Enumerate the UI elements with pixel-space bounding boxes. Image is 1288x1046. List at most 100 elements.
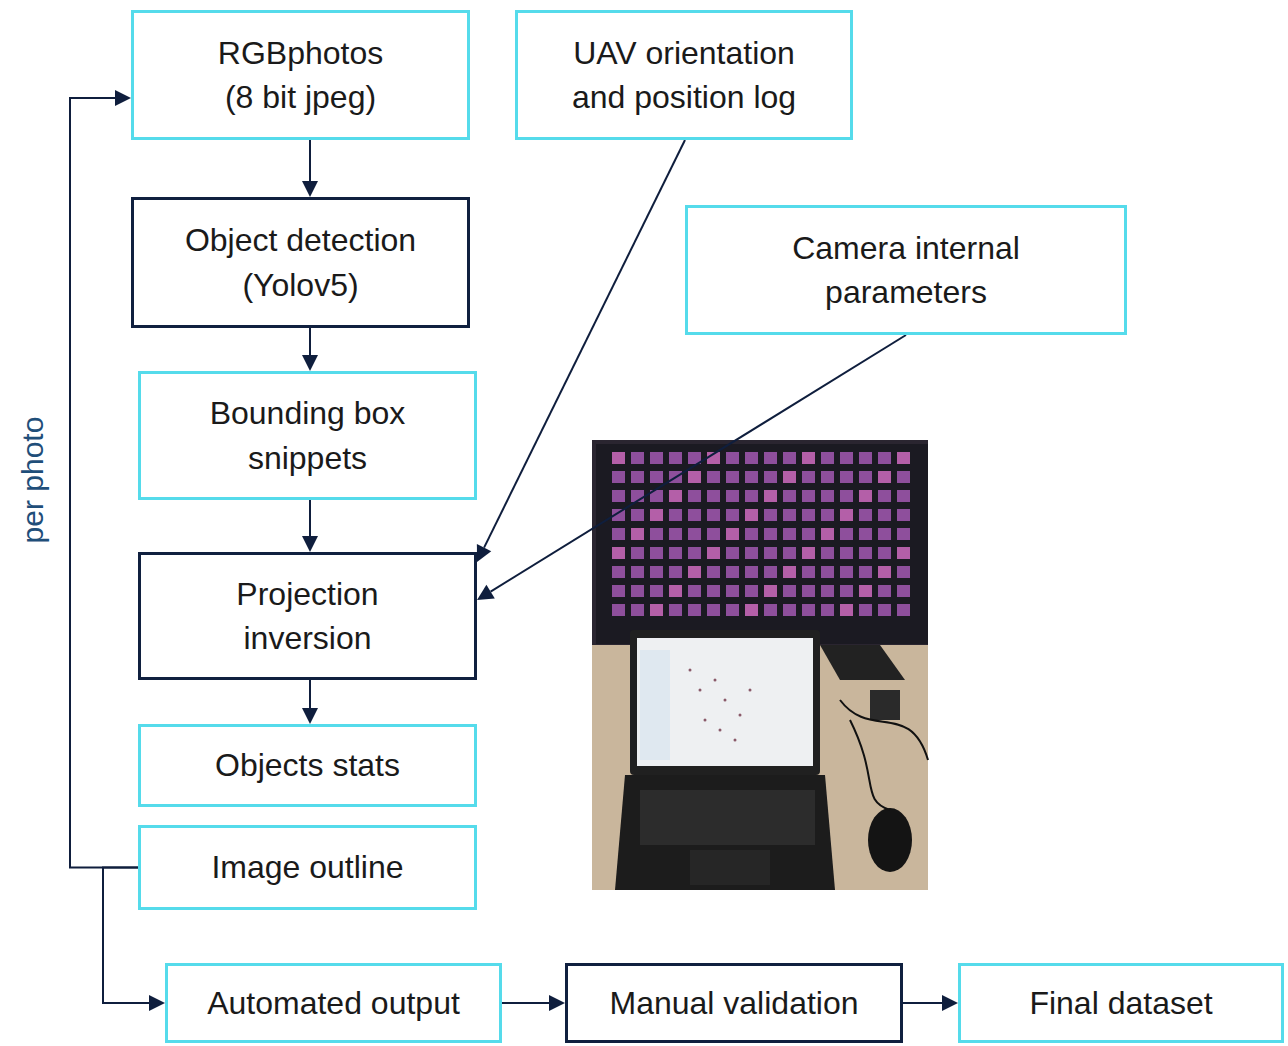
photo-tile <box>859 547 872 559</box>
photo-tile <box>764 547 777 559</box>
connector <box>70 98 138 868</box>
photo-tile <box>783 490 796 502</box>
photo-tile <box>764 566 777 578</box>
photo-tile <box>878 566 891 578</box>
arrow-head <box>302 536 318 552</box>
photo-tile <box>745 509 758 521</box>
photo-tile <box>783 585 796 597</box>
photo-tile <box>669 566 682 578</box>
monitor <box>596 444 928 644</box>
photo-tile <box>764 490 777 502</box>
photo-tile <box>859 490 872 502</box>
photo-tile <box>707 471 720 483</box>
photo-tile <box>840 509 853 521</box>
photo-tile <box>669 452 682 464</box>
photo-tile <box>764 452 777 464</box>
photo-tile <box>821 490 834 502</box>
photo-tile <box>878 452 891 464</box>
photo-tile <box>802 547 815 559</box>
arrow-head <box>115 90 131 106</box>
photo-tile <box>878 528 891 540</box>
photo-tile <box>745 471 758 483</box>
arrow-head <box>302 708 318 724</box>
connector <box>502 1002 549 1004</box>
photo-tile <box>897 547 910 559</box>
arrow-head <box>942 995 958 1011</box>
photo-tile <box>631 452 644 464</box>
photo-tile <box>859 509 872 521</box>
photo-tile <box>764 471 777 483</box>
photo-ground <box>592 440 928 890</box>
photo-tile <box>745 604 758 616</box>
node-text: Object detection (Yolov5) <box>161 218 441 306</box>
photo-tile <box>840 528 853 540</box>
photo-tile <box>840 547 853 559</box>
photo-tile <box>612 471 625 483</box>
photo-tile <box>783 471 796 483</box>
data-box: Objects stats <box>138 724 477 807</box>
photo-tile <box>726 490 739 502</box>
photo-tile <box>707 509 720 521</box>
photo-tile <box>897 509 910 521</box>
data-box: Bounding box snippets <box>138 371 477 500</box>
connector <box>491 335 906 592</box>
photo-tile <box>726 452 739 464</box>
node-text: Camera internal parameters <box>726 226 1086 314</box>
photo-tile <box>897 471 910 483</box>
photo-tile <box>859 566 872 578</box>
photo-tile <box>707 490 720 502</box>
photo-tile <box>650 566 663 578</box>
node-text: Final dataset <box>1029 981 1212 1025</box>
screen-points <box>689 669 752 742</box>
photo-tile <box>745 585 758 597</box>
photo-tile <box>612 490 625 502</box>
photo-tile <box>631 547 644 559</box>
data-box: Automated output <box>165 963 502 1043</box>
photo-tile <box>840 452 853 464</box>
photo-tile <box>612 528 625 540</box>
photo-tile <box>726 566 739 578</box>
keys <box>640 790 815 845</box>
photo-tile <box>764 509 777 521</box>
connector <box>484 140 685 548</box>
photo-tile <box>859 604 872 616</box>
photo-tile <box>764 528 777 540</box>
adapter <box>870 690 900 720</box>
photo-tile <box>821 547 834 559</box>
photo-tile <box>878 490 891 502</box>
photo-tile <box>859 585 872 597</box>
monitor-tiles <box>612 452 910 616</box>
photo-tile <box>745 528 758 540</box>
photo-tile <box>859 452 872 464</box>
photo-tile <box>726 547 739 559</box>
photo-tile <box>783 604 796 616</box>
photo-tile <box>783 509 796 521</box>
arrow-head <box>477 585 495 600</box>
photo-tile <box>669 509 682 521</box>
photo-tile <box>802 528 815 540</box>
photo-tile <box>707 528 720 540</box>
photo-tile <box>821 566 834 578</box>
photo-tile <box>821 452 834 464</box>
photo-tile <box>802 604 815 616</box>
laptop-lid <box>630 630 820 775</box>
photo-tile <box>650 452 663 464</box>
photo-tile <box>821 528 834 540</box>
photo-tile <box>612 452 625 464</box>
photo-tile <box>783 452 796 464</box>
photo-tile <box>802 585 815 597</box>
photo-tile <box>783 528 796 540</box>
connector <box>309 500 311 536</box>
photo-tile <box>878 585 891 597</box>
photo-tile <box>669 528 682 540</box>
node-text: Objects stats <box>215 743 400 787</box>
laptop-keyboard <box>615 775 835 890</box>
arrow-head <box>149 995 165 1011</box>
data-box: Image outline <box>138 825 477 910</box>
process-box: Projection inversion <box>138 552 477 680</box>
photo-tile <box>897 585 910 597</box>
node-text: Image outline <box>211 845 403 889</box>
photo-tile <box>859 471 872 483</box>
photo-tile <box>783 566 796 578</box>
photo-tile <box>669 585 682 597</box>
